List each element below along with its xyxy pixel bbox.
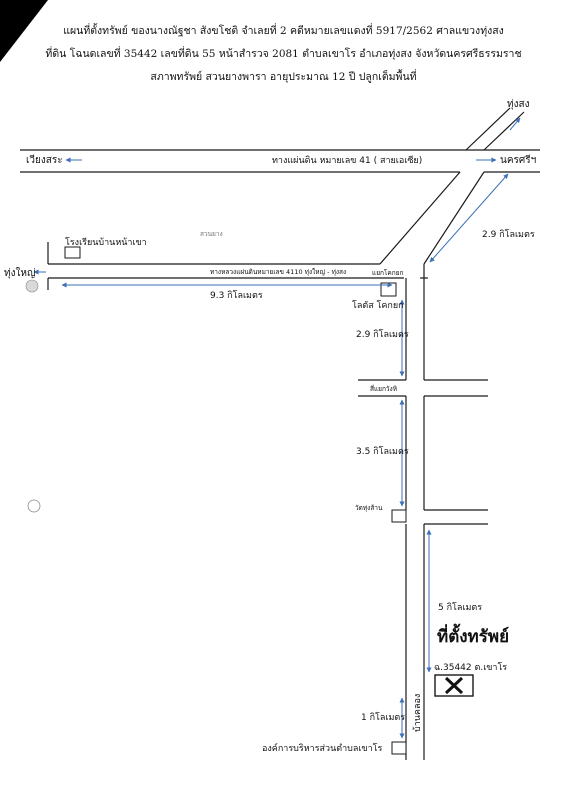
road-4110 — [47, 242, 428, 290]
label-sawang-junction: สี่แยกวังหิ — [370, 385, 398, 393]
distance-1km: 1 กิโลเมตร — [361, 713, 406, 723]
label-nakhon-si: นครศรีฯ — [500, 155, 537, 166]
label-khok-yok-junction: แยกโคกยก — [372, 269, 404, 277]
header-line-3: สภาพทรัพย์ สวนยางพารา อายุประมาณ 12 ปี ป… — [150, 71, 417, 83]
label-highway-41: ทางแผ่นดิน หมายเลข 41 ( สายเอเซีย) — [272, 156, 423, 166]
label-faint-note: สวนยาง — [200, 230, 223, 238]
arrow-thung-song — [509, 117, 521, 131]
label-road-4110: ทางหลวงแผ่นดินหมายเลข 4110 ทุ่งใหญ่ - ทุ… — [210, 268, 347, 276]
south-road — [405, 264, 425, 760]
sao-box — [391, 741, 407, 755]
label-wat: วัดทุ่งส้าน — [355, 504, 383, 512]
distance-9-3km: 9.3 กิโลเมตร — [210, 291, 263, 301]
wat-junction — [424, 509, 488, 525]
header-line-2: ที่ดิน โฉนดเลขที่ 35442 เลขที่ดิน 55 หน้… — [45, 48, 522, 60]
page-corner — [0, 0, 48, 62]
property-x-mark — [444, 676, 464, 695]
header-line-1: แผนที่ตั้งทรัพย์ ของนางณัฐชา สังขโชติ จำ… — [63, 25, 504, 37]
arrow-2-9km-diag — [429, 173, 509, 263]
distance-2-9km-south: 2.9 กิโลเมตร — [356, 330, 409, 340]
highway-41 — [20, 149, 540, 173]
label-thung-yai: ทุ่งใหญ่ — [4, 268, 36, 279]
label-wiang-sa: เวียงสระ — [26, 155, 63, 166]
distance-5km: 5 กิโลเมตร — [438, 603, 483, 613]
label-lotus: โลตัส โคกยก — [352, 301, 404, 311]
label-ban-khlong: บ้านคลอง — [413, 693, 423, 732]
distance-2-9km-diag: 2.9 กิโลเมตร — [482, 230, 535, 240]
label-thung-song: ทุ่งสง — [507, 99, 530, 110]
punch-hole-top — [25, 279, 39, 293]
label-sao-office: องค์การบริหารส่วนตำบลเขาโร — [262, 744, 383, 754]
distance-3-5km: 3.5 กิโลเมตร — [356, 447, 409, 457]
property-deed: ฉ.35442 ต.เขาโร — [434, 663, 508, 673]
property-title: ที่ตั้งทรัพย์ — [437, 627, 510, 647]
label-school: โรงเรียนบ้านหน้าเขา — [65, 238, 147, 248]
direction-arrows — [33, 117, 521, 739]
sawang-crossroad — [358, 379, 488, 397]
punch-hole-bottom — [27, 499, 41, 513]
school-box — [64, 246, 81, 259]
wat-box — [391, 509, 407, 523]
